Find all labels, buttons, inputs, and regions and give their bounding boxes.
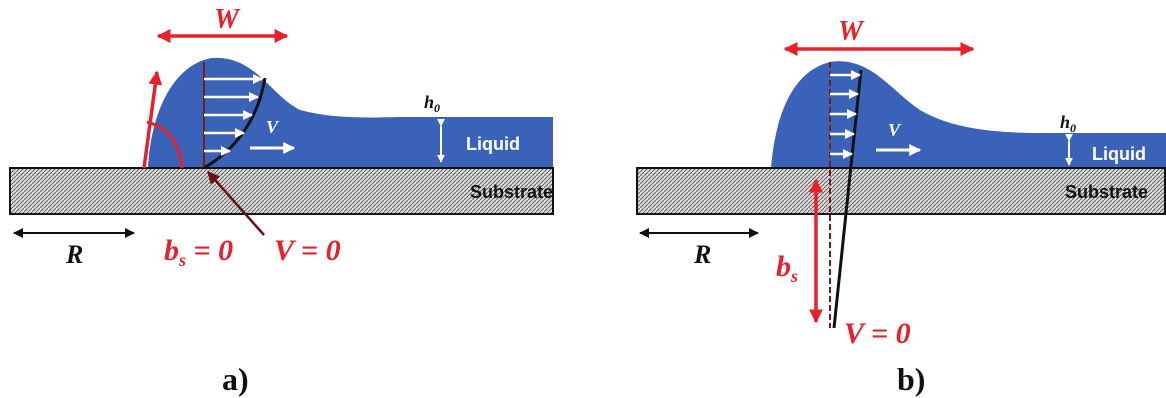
velocity-label-a: V <box>266 117 280 137</box>
substrate-label-b: Substrate <box>1065 182 1148 202</box>
substrate-b <box>636 167 1166 215</box>
liquid-label-a: Liquid <box>466 134 520 154</box>
panel-b: Substrate W V h0 Liquid R bs <box>636 16 1166 397</box>
contact-angle-tangent-a <box>142 70 163 169</box>
velocity-arrows-b <box>830 70 861 159</box>
radius-label-a: R <box>65 240 83 269</box>
pointer-arrow-a <box>207 171 265 236</box>
caption-a: a) <box>222 361 249 397</box>
panel-a: Substrate W V h0 Liquid R <box>9 4 554 397</box>
liquid-body-a <box>148 57 553 168</box>
radius-label-b: R <box>693 240 711 269</box>
contact-angle-arc-a <box>146 120 184 169</box>
width-label-a: W <box>214 4 241 35</box>
substrate-a <box>9 167 554 215</box>
caption-b: b) <box>897 361 925 397</box>
liquid-label-b: Liquid <box>1092 144 1146 164</box>
slip-label-b: bs <box>776 250 798 286</box>
width-label-b: W <box>838 16 865 47</box>
height-label-b: h0 <box>1060 112 1076 135</box>
substrate-label-a: Substrate <box>470 182 553 202</box>
v-zero-label-a: V = 0 <box>274 234 341 267</box>
v-zero-label-b: V = 0 <box>844 317 911 350</box>
height-label-a: h0 <box>424 92 440 115</box>
slip-label-a: bs = 0 <box>164 234 233 270</box>
velocity-arrows-a <box>204 74 263 156</box>
velocity-label-b: V <box>888 120 902 140</box>
